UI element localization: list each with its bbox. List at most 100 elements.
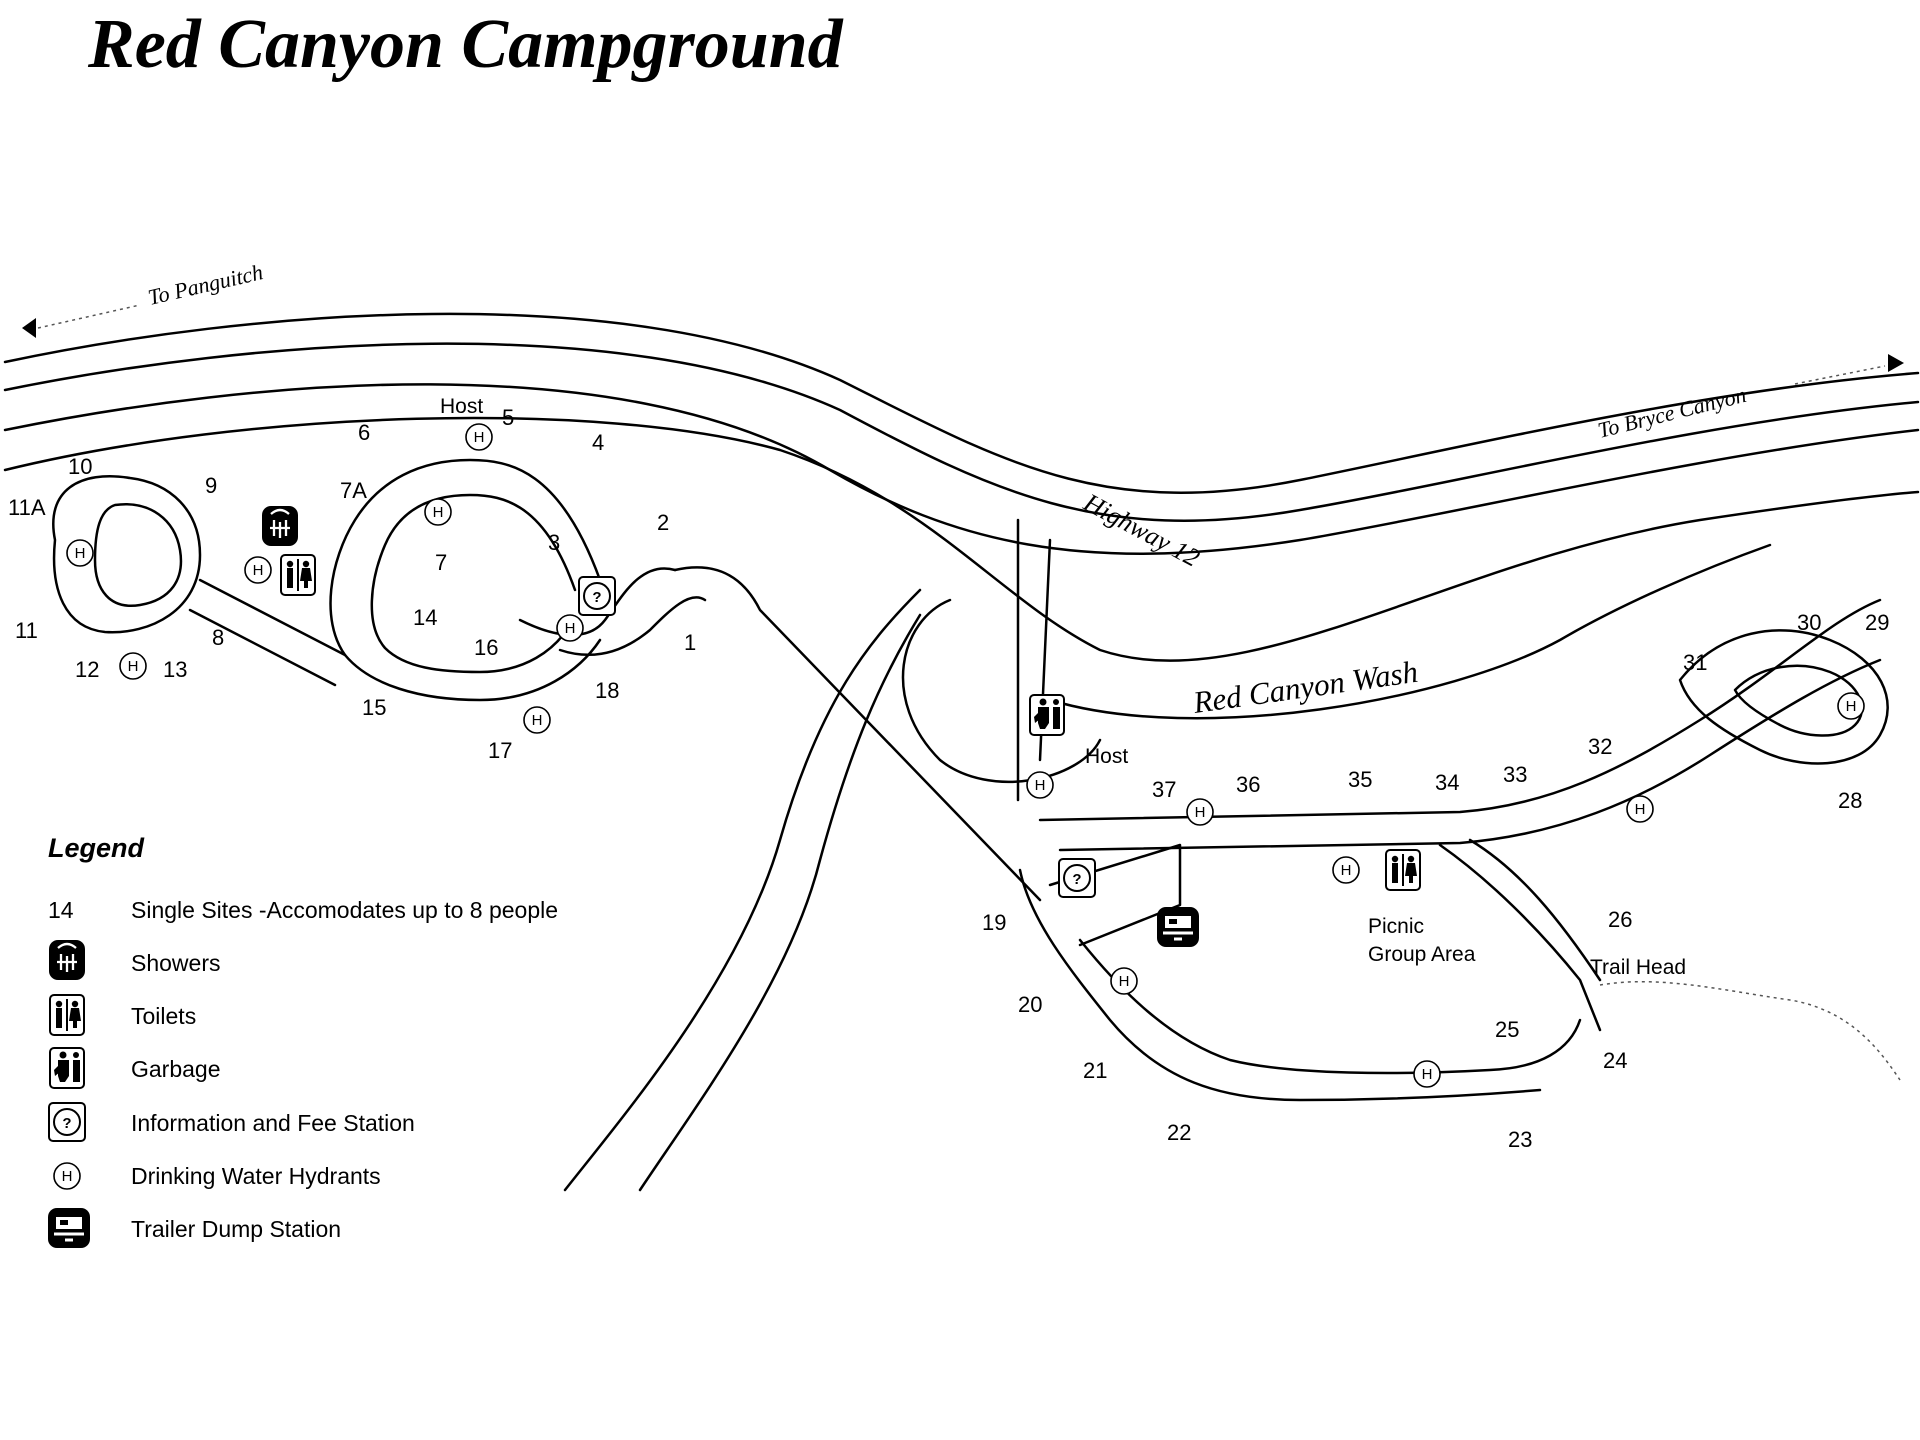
hydrant-icon: H [1837, 692, 1865, 720]
site-26: 26 [1608, 907, 1632, 932]
dump-station-icon [1155, 905, 1201, 949]
svg-text:H: H [1635, 801, 1646, 818]
host-label-west: Host [440, 395, 483, 418]
site-17: 17 [488, 738, 512, 763]
hydrant-icon: H [244, 556, 272, 584]
hydrant-icon: H [119, 652, 147, 680]
site-2: 2 [657, 510, 669, 535]
legend-toilets-icon [49, 994, 85, 1036]
trail-head-label: Trail Head [1590, 956, 1686, 979]
svg-text:H: H [474, 429, 485, 446]
red-canyon-wash [3, 416, 1920, 784]
picnic-label-line1: Picnic [1368, 915, 1424, 938]
legend-hydrant-label: Drinking Water Hydrants [131, 1163, 381, 1189]
site-34: 34 [1435, 770, 1459, 795]
hydrant-icon: H [1413, 1060, 1441, 1088]
legend-info-icon: ? [48, 1102, 86, 1142]
svg-text:?: ? [62, 1115, 71, 1132]
svg-text:?: ? [1072, 871, 1081, 888]
garbage-icon [1029, 694, 1065, 736]
site-14: 14 [413, 605, 437, 630]
site-36: 36 [1236, 772, 1260, 797]
legend-dump-station-label: Trailer Dump Station [131, 1216, 341, 1242]
svg-text:H: H [75, 545, 86, 562]
svg-text:H: H [532, 712, 543, 729]
site-24: 24 [1603, 1048, 1627, 1073]
site-31: 31 [1683, 650, 1707, 675]
site-23: 23 [1508, 1127, 1532, 1152]
hydrant-icon: H [1332, 856, 1360, 884]
hydrant-icon: H [66, 539, 94, 567]
site-6: 6 [358, 420, 370, 445]
svg-text:?: ? [592, 589, 601, 606]
site-19: 19 [982, 910, 1006, 935]
site-18: 18 [595, 678, 619, 703]
arrow-to-bryce [1794, 354, 1904, 385]
to-panguitch-label: To Panguitch [146, 259, 266, 310]
legend-garbage-label: Garbage [131, 1056, 221, 1082]
site-7a: 7A [340, 478, 367, 503]
toilets-icon [1385, 849, 1421, 891]
site-3: 3 [548, 530, 560, 555]
svg-text:H: H [1341, 862, 1352, 879]
svg-text:H: H [1119, 973, 1130, 990]
info-icon: ? [578, 576, 616, 616]
svg-text:H: H [565, 620, 576, 637]
site-1: 1 [684, 630, 696, 655]
drainage-line-b [638, 613, 922, 1192]
info-icon: ? [1058, 858, 1096, 898]
entrance-road [1016, 518, 1052, 802]
site-10: 10 [68, 454, 92, 479]
site-7: 7 [435, 550, 447, 575]
legend-showers-icon [47, 938, 87, 982]
site-29: 29 [1865, 610, 1889, 635]
site-21: 21 [1083, 1058, 1107, 1083]
site-30: 30 [1797, 610, 1821, 635]
site-13: 13 [163, 657, 187, 682]
hydrant-icon: H [1186, 798, 1214, 826]
site-25: 25 [1495, 1017, 1519, 1042]
svg-text:H: H [62, 1168, 73, 1185]
site-numbers: 1 2 3 4 5 6 7 7A 8 9 10 11 11A 12 13 14 … [8, 405, 1889, 1152]
site-12: 12 [75, 657, 99, 682]
svg-text:H: H [1035, 777, 1046, 794]
svg-text:H: H [253, 562, 264, 579]
legend-showers-label: Showers [131, 950, 220, 976]
site-22: 22 [1167, 1120, 1191, 1145]
legend-dump-station-icon [46, 1206, 92, 1250]
shower-icon [260, 504, 300, 548]
site-37: 37 [1152, 777, 1176, 802]
legend-garbage-icon [49, 1047, 85, 1089]
svg-text:H: H [1422, 1066, 1433, 1083]
hydrant-icon: H [1626, 795, 1654, 823]
east-loop-road [1018, 598, 1882, 1102]
site-5: 5 [502, 405, 514, 430]
legend-info-label: Information and Fee Station [131, 1110, 415, 1136]
legend-hydrant-icon: H [53, 1162, 81, 1190]
highway-12-label: Highway 12 [1078, 487, 1204, 572]
legend-title: Legend [48, 833, 145, 863]
hydrant-icon: H [523, 706, 551, 734]
site-15: 15 [362, 695, 386, 720]
site-20: 20 [1018, 992, 1042, 1017]
site-32: 32 [1588, 734, 1612, 759]
site-16: 16 [474, 635, 498, 660]
legend-toilets-label: Toilets [131, 1003, 196, 1029]
svg-text:H: H [128, 658, 139, 675]
to-bryce-label: To Bryce Canyon [1595, 382, 1748, 443]
site-8: 8 [212, 625, 224, 650]
legend-site-label: Single Sites -Accomodates up to 8 people [131, 897, 558, 923]
arrow-to-panguitch [22, 304, 141, 338]
far-east-loop [1678, 629, 1889, 765]
toilets-icon [280, 554, 316, 596]
site-11a: 11A [8, 495, 46, 520]
hydrant-icon: H [556, 614, 584, 642]
svg-text:H: H [1846, 698, 1857, 715]
site-4: 4 [592, 430, 604, 455]
trail-path [1599, 980, 1901, 1081]
picnic-label-line2: Group Area [1368, 943, 1476, 966]
hydrant-icon: H [1110, 967, 1138, 995]
site-35: 35 [1348, 767, 1372, 792]
legend-site-symbol: 14 [48, 897, 74, 923]
